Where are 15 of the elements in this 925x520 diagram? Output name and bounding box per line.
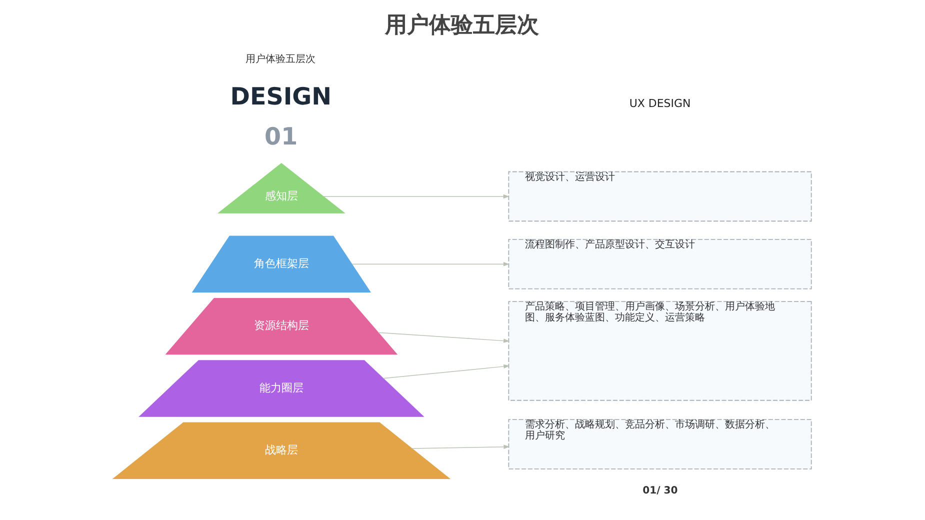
diagram-title: 用户体验五层次	[385, 13, 540, 38]
label: 用户体验五层次	[245, 54, 316, 65]
label: 01/ 30	[642, 485, 678, 496]
arrow	[378, 332, 510, 343]
arrow	[352, 262, 510, 266]
arrow	[382, 364, 510, 379]
node-box: 视觉设计、运营设计	[508, 171, 812, 222]
label: 01	[264, 122, 298, 151]
arrow	[323, 194, 510, 199]
label: DESIGN	[230, 82, 332, 110]
node-box: 需求分析、战略规划、竞品分析、市场调研、数据分析、用户研究	[508, 419, 812, 470]
arrow	[411, 444, 510, 449]
node-box: 流程图制作、产品原型设计、交互设计	[508, 238, 812, 290]
label: UX DESIGN	[629, 96, 691, 110]
node-box: 产品策略、项目管理、用户画像、场景分析、用户体验地图、服务体验蓝图、功能定义、运营策略	[508, 301, 812, 401]
